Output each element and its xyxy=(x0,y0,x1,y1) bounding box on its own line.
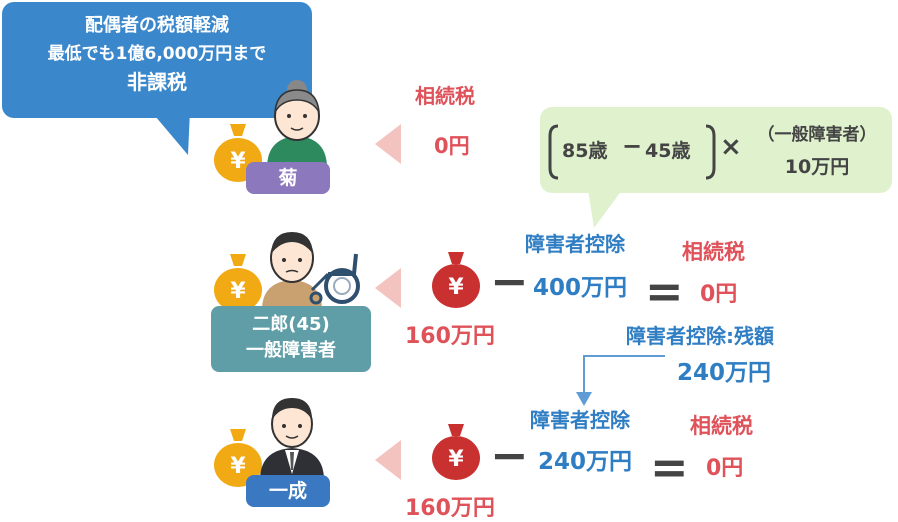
kazunari-equals: = xyxy=(650,440,689,494)
name-tag-kiku: 菊 xyxy=(246,162,330,194)
formula-bubble-tail xyxy=(588,190,622,228)
bubble-line-2: 最低でも1億6,000万円まで xyxy=(47,44,267,64)
carry-over-arrow xyxy=(576,355,665,406)
formula-bubble xyxy=(540,107,892,193)
formula-minus: − xyxy=(622,132,643,160)
red-money-bag-icon: ¥ xyxy=(432,252,480,308)
arrow-left-icon xyxy=(375,268,401,308)
red-money-bag-icon: ¥ xyxy=(432,424,480,480)
name-tag-jiro: 二郎(45) 一般障害者 xyxy=(211,306,371,372)
jiro-remaining-label: 障害者控除:残額 xyxy=(626,324,774,348)
jiro-deduction-label: 障害者控除 xyxy=(525,232,625,256)
wheelchair-icon xyxy=(309,253,360,305)
kazunari-tax-value: 0円 xyxy=(706,456,744,481)
name-tag-kazunari: 一成 xyxy=(246,475,330,507)
jiro-equals: = xyxy=(645,264,684,318)
jiro-remaining-value: 240万円 xyxy=(677,360,772,386)
bubble-tail xyxy=(150,110,190,155)
formula-times: × xyxy=(720,132,742,162)
man-icon xyxy=(262,232,322,310)
spouse-tax-bubble xyxy=(2,2,312,118)
svg-text:¥: ¥ xyxy=(448,447,464,472)
kiku-tax-value: 0円 xyxy=(434,134,470,158)
jiro-minus: − xyxy=(490,254,529,308)
businessman-icon xyxy=(260,398,324,480)
jiro-name: 二郎(45) xyxy=(252,314,330,335)
bubble-line-1: 配偶者の税額軽減 xyxy=(85,15,229,36)
jiro-deduction-value: 400万円 xyxy=(533,275,628,301)
bubble-line-3: 非課税 xyxy=(127,70,187,94)
kazunari-tax-label: 相続税 xyxy=(690,414,753,438)
jiro-tax-value: 0円 xyxy=(700,282,738,307)
spouse-tax-text: 配偶者の税額軽減 最低でも1億6,000万円まで 非課税 xyxy=(2,12,312,96)
svg-text:¥: ¥ xyxy=(448,275,464,300)
kiku-tax-label: 相続税 xyxy=(415,84,475,108)
arrow-left-icon xyxy=(375,124,401,164)
grandmother-icon xyxy=(267,80,327,168)
formula-age-high: 85歳 xyxy=(562,140,608,162)
kazunari-deduction-label: 障害者控除 xyxy=(530,408,630,432)
svg-text:¥: ¥ xyxy=(230,279,246,304)
arrow-left-icon xyxy=(375,440,401,480)
svg-text:¥: ¥ xyxy=(230,454,246,479)
formula-age-low: 45歳 xyxy=(645,140,691,162)
jiro-tax-label: 相続税 xyxy=(682,240,745,264)
formula-brackets xyxy=(548,124,716,180)
formula-category: （一般障害者） xyxy=(757,125,877,145)
kazunari-minus: − xyxy=(490,428,529,482)
kazunari-deduction-value: 240万円 xyxy=(538,449,633,475)
jiro-inheritance: 160万円 xyxy=(405,324,495,349)
money-bag-icon: ¥ xyxy=(214,254,262,312)
jiro-status: 一般障害者 xyxy=(246,340,336,361)
formula-amount: 10万円 xyxy=(784,156,850,178)
yen-sign: ¥ xyxy=(230,149,246,174)
kazunari-inheritance: 160万円 xyxy=(405,496,495,521)
